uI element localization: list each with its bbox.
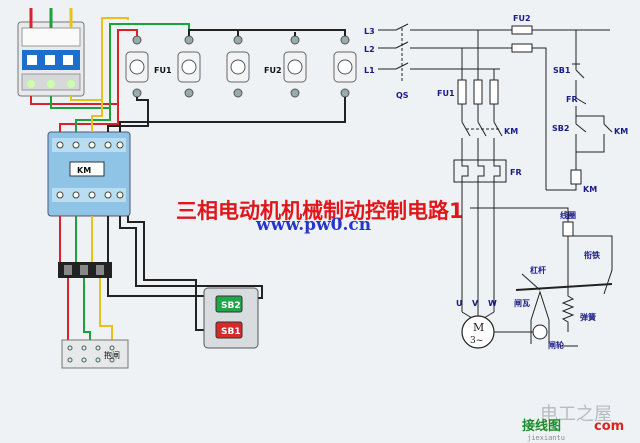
line-l3-label: L3 — [364, 27, 375, 36]
km-aux-label: KM — [614, 127, 628, 136]
km-coil-label: KM — [583, 185, 597, 194]
spring-symbol — [561, 290, 575, 332]
wiring-sb2-label: SB2 — [221, 301, 241, 311]
armature-label: 衔铁 — [584, 250, 600, 260]
brake-wheel-symbol — [532, 324, 548, 340]
watermark-brand-b: com — [594, 419, 624, 434]
motor-terminal-block: 抱闸 — [61, 339, 129, 369]
brake-shoe-label: 闸瓦 — [514, 298, 530, 308]
brake-coil-symbol — [562, 221, 574, 237]
line-l2-label: L2 — [364, 45, 375, 54]
watermark-sub: jiexiantu — [527, 434, 565, 442]
qs-label: QS — [396, 91, 409, 100]
wiring-sb1-label: SB1 — [221, 327, 241, 337]
wiring-fu1-label: FU1 — [154, 66, 172, 75]
fu2-label: FU2 — [513, 14, 531, 23]
terminal-w-label: W — [488, 299, 497, 308]
watermark-brand-a: 接线图 — [522, 418, 561, 434]
pushbutton-box: SB2 SB1 — [203, 287, 259, 349]
lever-symbol — [515, 283, 613, 291]
contactor-km: KM — [47, 131, 131, 217]
sb2-label: SB2 — [552, 124, 569, 133]
spring-label: 弹簧 — [580, 312, 596, 322]
wiring-motor-label: 抱闸 — [104, 350, 120, 360]
fu1-label: FU1 — [437, 89, 455, 98]
motor-label: M — [473, 321, 484, 334]
page-title: 三相电动机机械制动控制电路1 — [176, 199, 464, 223]
wiring-fu2-label: FU2 — [264, 66, 282, 75]
wiring-picture: FU1 FU2 KM — [17, 8, 357, 369]
wiring-km-label: KM — [77, 166, 91, 175]
motor-phase-label: 3~ — [470, 336, 483, 346]
watermark-main: 电工之屋 — [540, 404, 612, 425]
main-breaker — [17, 21, 85, 97]
terminal-v-label: V — [472, 299, 479, 308]
km-coil-symbol — [570, 169, 582, 185]
sb1-label: SB1 — [553, 66, 571, 75]
watermark: 电工之屋 接线图 com jiexiantu — [522, 404, 624, 442]
thermal-relay — [58, 262, 112, 278]
terminal-u-label: U — [456, 299, 463, 308]
fr-contact-label: FR — [566, 95, 578, 104]
fr-label: FR — [510, 168, 522, 177]
schematic: L3 L2 L1 QS FU2 FU1 K — [364, 14, 628, 350]
line-l1-label: L1 — [364, 66, 375, 75]
brake-wheel-label: 闸轮 — [548, 340, 564, 350]
km-main-label: KM — [504, 127, 518, 136]
lever-label: 杠杆 — [530, 265, 546, 275]
fuse-holders: FU1 FU2 — [125, 35, 357, 98]
site-url: www.pw0.cn — [255, 215, 371, 235]
